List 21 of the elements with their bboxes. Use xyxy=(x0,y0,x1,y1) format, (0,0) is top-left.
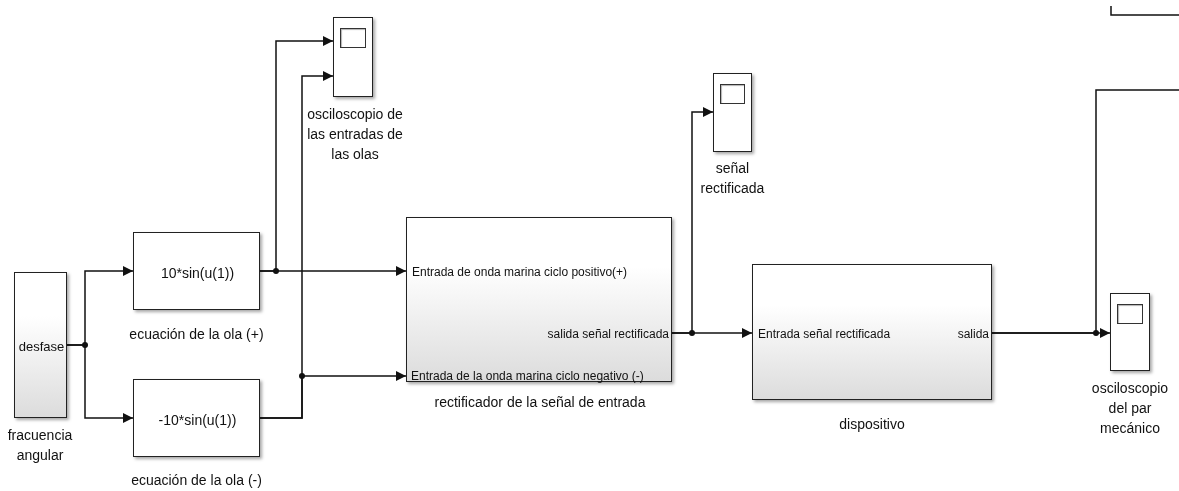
block-caption: ecuación de la ola (-) xyxy=(130,471,263,490)
signal-line xyxy=(671,328,753,338)
block-text: desfase xyxy=(17,338,66,356)
block-caption: ecuación de la ola (+) xyxy=(128,325,265,344)
signal-line xyxy=(991,89,1179,334)
block-caption: señal rectificada xyxy=(699,159,766,198)
signal-line xyxy=(259,266,407,276)
block-caption: osciloscopio del par mecánico xyxy=(1090,379,1170,438)
signal-line xyxy=(66,344,134,423)
expression-text: 10*sin(u(1)) xyxy=(159,264,236,283)
block-caption: osciloscopio de las entradas de las olas xyxy=(306,105,404,164)
port-label: Entrada de onda marina ciclo positivo(+) xyxy=(412,264,629,281)
port-label: Entrada señal rectificada xyxy=(758,326,892,343)
expression-text: -10*sin(u(1)) xyxy=(157,411,238,430)
block-caption: dispositivo xyxy=(838,415,906,434)
signal-line xyxy=(259,371,407,419)
block-caption: fracuencia angular xyxy=(6,426,74,465)
port-label: salida xyxy=(956,326,989,343)
block-caption: rectificador de la señal de entrada xyxy=(433,393,647,412)
port-label: salida señal rectificada xyxy=(546,326,669,343)
port-label: Entrada de la onda marina ciclo negativo (-) xyxy=(411,368,645,385)
